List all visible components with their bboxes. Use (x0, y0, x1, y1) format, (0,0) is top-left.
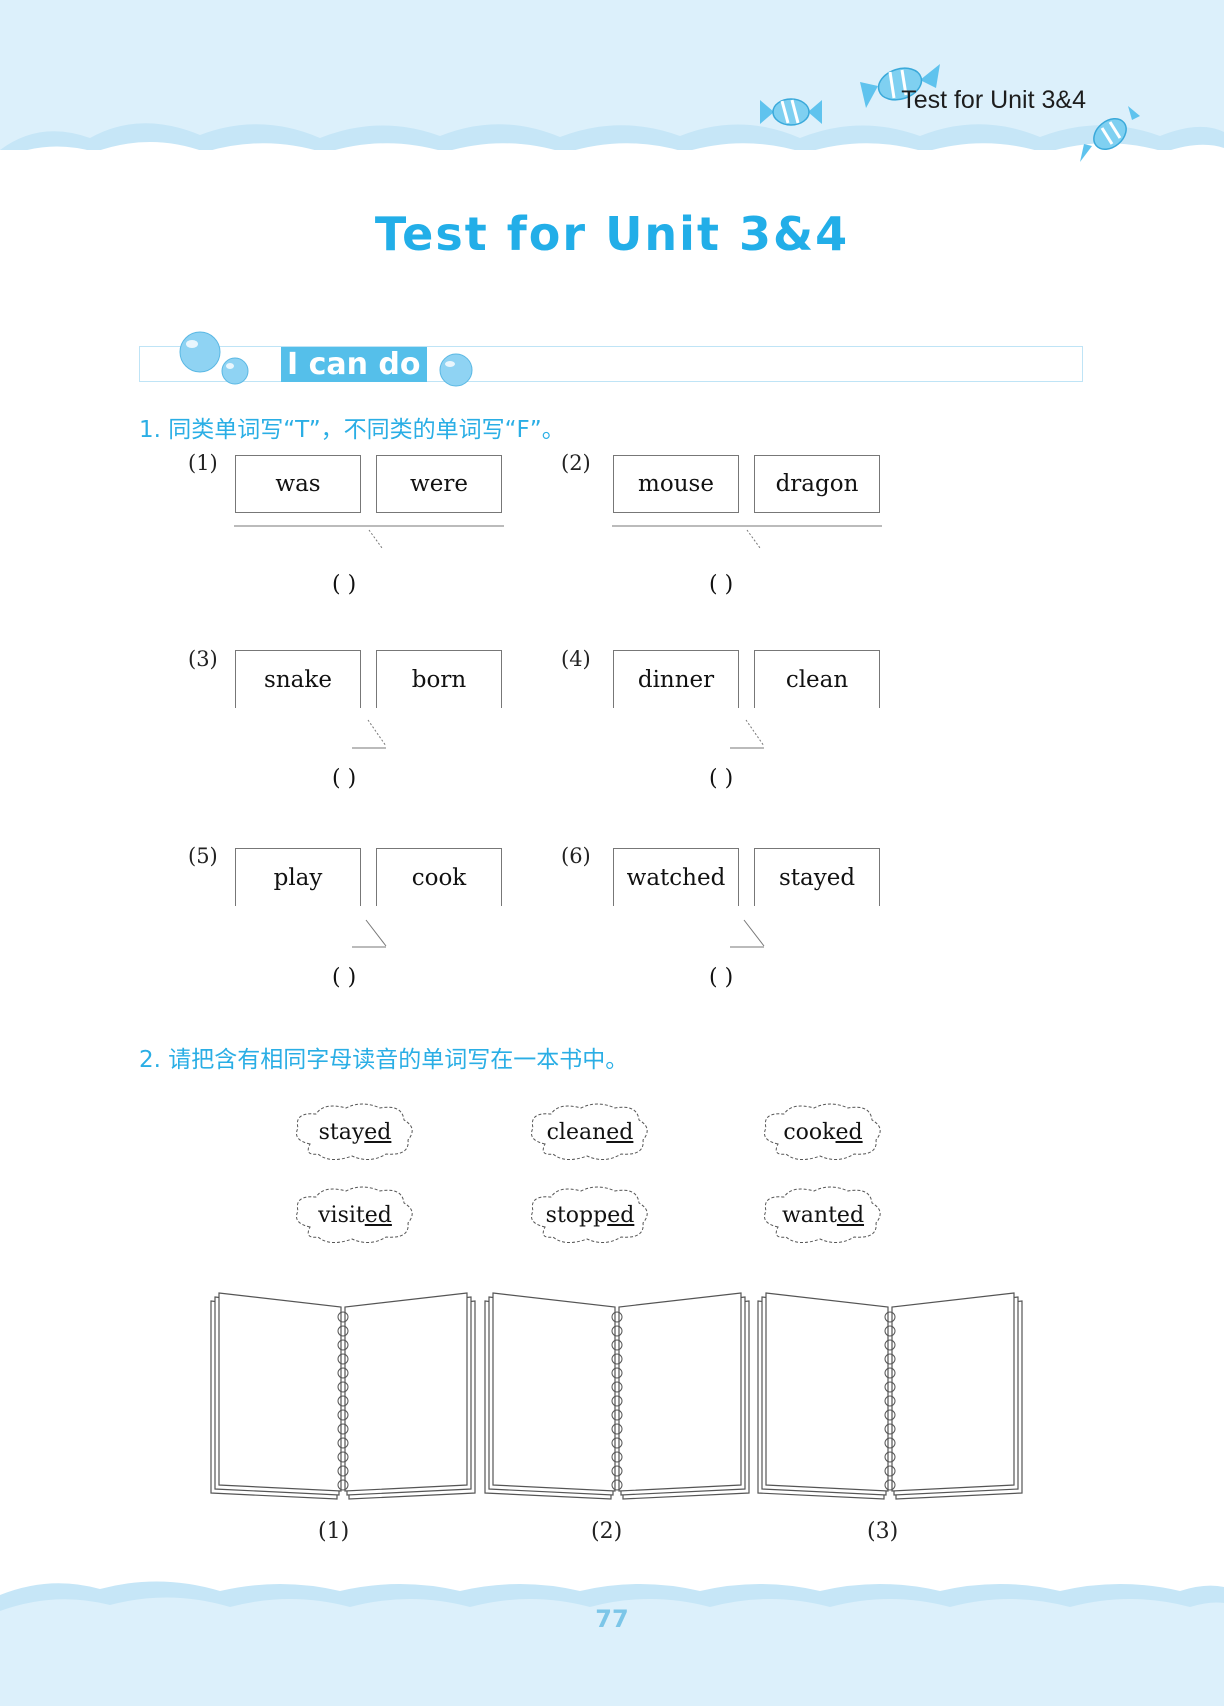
pointer-line (352, 719, 387, 749)
answer-blank[interactable]: ( ) (709, 965, 734, 990)
notebook-answer-area[interactable] (754, 1285, 1026, 1505)
balloon-icon (221, 357, 249, 385)
word-box: born (376, 650, 502, 708)
bracket-line (612, 525, 882, 549)
section-bar (139, 346, 1083, 382)
balloon-icon (179, 331, 221, 373)
answer-blank[interactable]: ( ) (709, 766, 734, 791)
bracket-line (234, 525, 504, 549)
item-number: (6) (561, 844, 591, 868)
word-ending: ed (606, 1119, 634, 1145)
word-box: were (376, 455, 502, 513)
item-number: (3) (188, 647, 218, 671)
word-box: dragon (754, 455, 880, 513)
answer-blank[interactable]: ( ) (332, 766, 357, 791)
notebook-label: (1) (318, 1519, 350, 1544)
item-number: (4) (561, 647, 591, 671)
candy-icon (860, 64, 940, 108)
page-title: Test for Unit 3&4 (374, 207, 850, 261)
answer-blank[interactable]: ( ) (709, 572, 734, 597)
word-box: cook (376, 848, 502, 906)
page-number: 77 (595, 1605, 629, 1633)
word-box: dinner (613, 650, 739, 708)
bottom-cloud-border (0, 1581, 1224, 1706)
word-stem: want (781, 1202, 837, 1228)
word-box: watched (613, 848, 739, 906)
pointer-line (352, 919, 387, 948)
notebook-label: (2) (591, 1519, 623, 1544)
word-box: mouse (613, 455, 739, 513)
word-box: clean (754, 650, 880, 708)
word-ending: ed (364, 1119, 392, 1145)
pointer-line (730, 719, 765, 749)
word-ending: ed (364, 1202, 392, 1228)
balloon-icon (439, 353, 473, 387)
notebook-label: (3) (867, 1519, 899, 1544)
word-box: stayed (754, 848, 880, 906)
exercise1-instruction: 1. 同类单词写“T”，不同类的单词写“F”。 (139, 417, 565, 443)
candy-icon (760, 98, 822, 126)
word-stem: clean (546, 1119, 607, 1145)
item-number: (1) (188, 451, 218, 475)
word-ending: ed (835, 1119, 863, 1145)
word-ending: ed (607, 1202, 635, 1228)
section-label: I can do (281, 347, 427, 382)
word-stem: stopp (545, 1202, 608, 1228)
word-ending: ed (836, 1202, 865, 1228)
answer-blank[interactable]: ( ) (332, 572, 357, 597)
pointer-line (730, 919, 765, 948)
running-header-title: Test for Unit 3&4 (901, 86, 1086, 114)
item-number: (2) (561, 451, 591, 475)
word-stem: cook (783, 1119, 836, 1145)
word-box: play (235, 848, 361, 906)
notebook-answer-area[interactable] (207, 1285, 479, 1505)
word-box: was (235, 455, 361, 513)
word-stem: visit (318, 1202, 365, 1228)
exercise2-instruction: 2. 请把含有相同字母读音的单词写在一本书中。 (139, 1047, 629, 1073)
word-box: snake (235, 650, 361, 708)
answer-blank[interactable]: ( ) (332, 965, 357, 990)
notebook-answer-area[interactable] (481, 1285, 753, 1505)
item-number: (5) (188, 844, 218, 868)
word-stem: stay (318, 1119, 365, 1145)
candy-icon (1080, 106, 1140, 162)
